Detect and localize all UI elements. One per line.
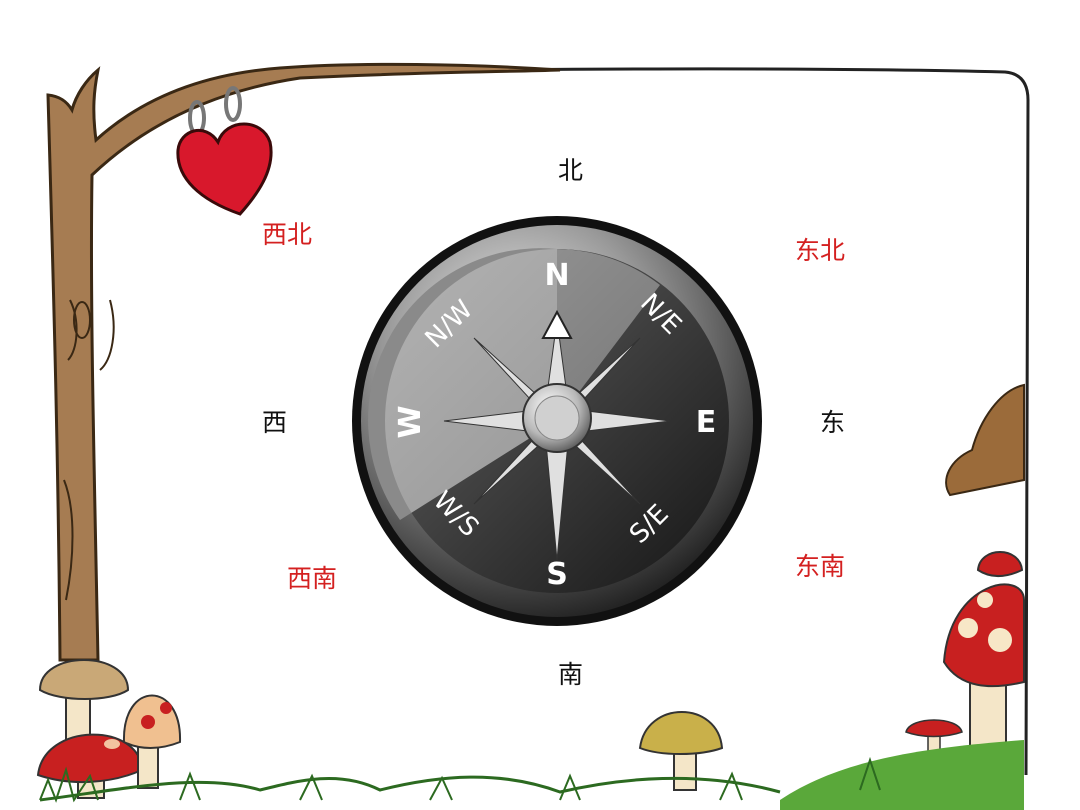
bush-right — [945, 383, 1025, 497]
label-southeast: 东南 — [795, 552, 846, 581]
label-north: 北 — [558, 156, 584, 185]
compass-icon: N S E W N/E S/E W/S N/W — [352, 216, 762, 626]
compass-letter-s: S — [546, 557, 568, 592]
label-northeast: 东北 — [795, 236, 846, 265]
label-northwest: 西北 — [262, 220, 313, 249]
label-west: 西 — [262, 408, 288, 437]
compass-letter-w: W — [393, 405, 428, 438]
compass-letter-e: E — [696, 405, 717, 440]
label-east: 东 — [820, 408, 846, 437]
compass-letter-n: N — [544, 258, 569, 293]
heart-icon — [176, 86, 273, 216]
label-south: 南 — [558, 660, 584, 689]
label-southwest: 西南 — [287, 564, 338, 593]
grass-icon — [39, 740, 1024, 810]
tree-branch-icon — [46, 62, 561, 662]
